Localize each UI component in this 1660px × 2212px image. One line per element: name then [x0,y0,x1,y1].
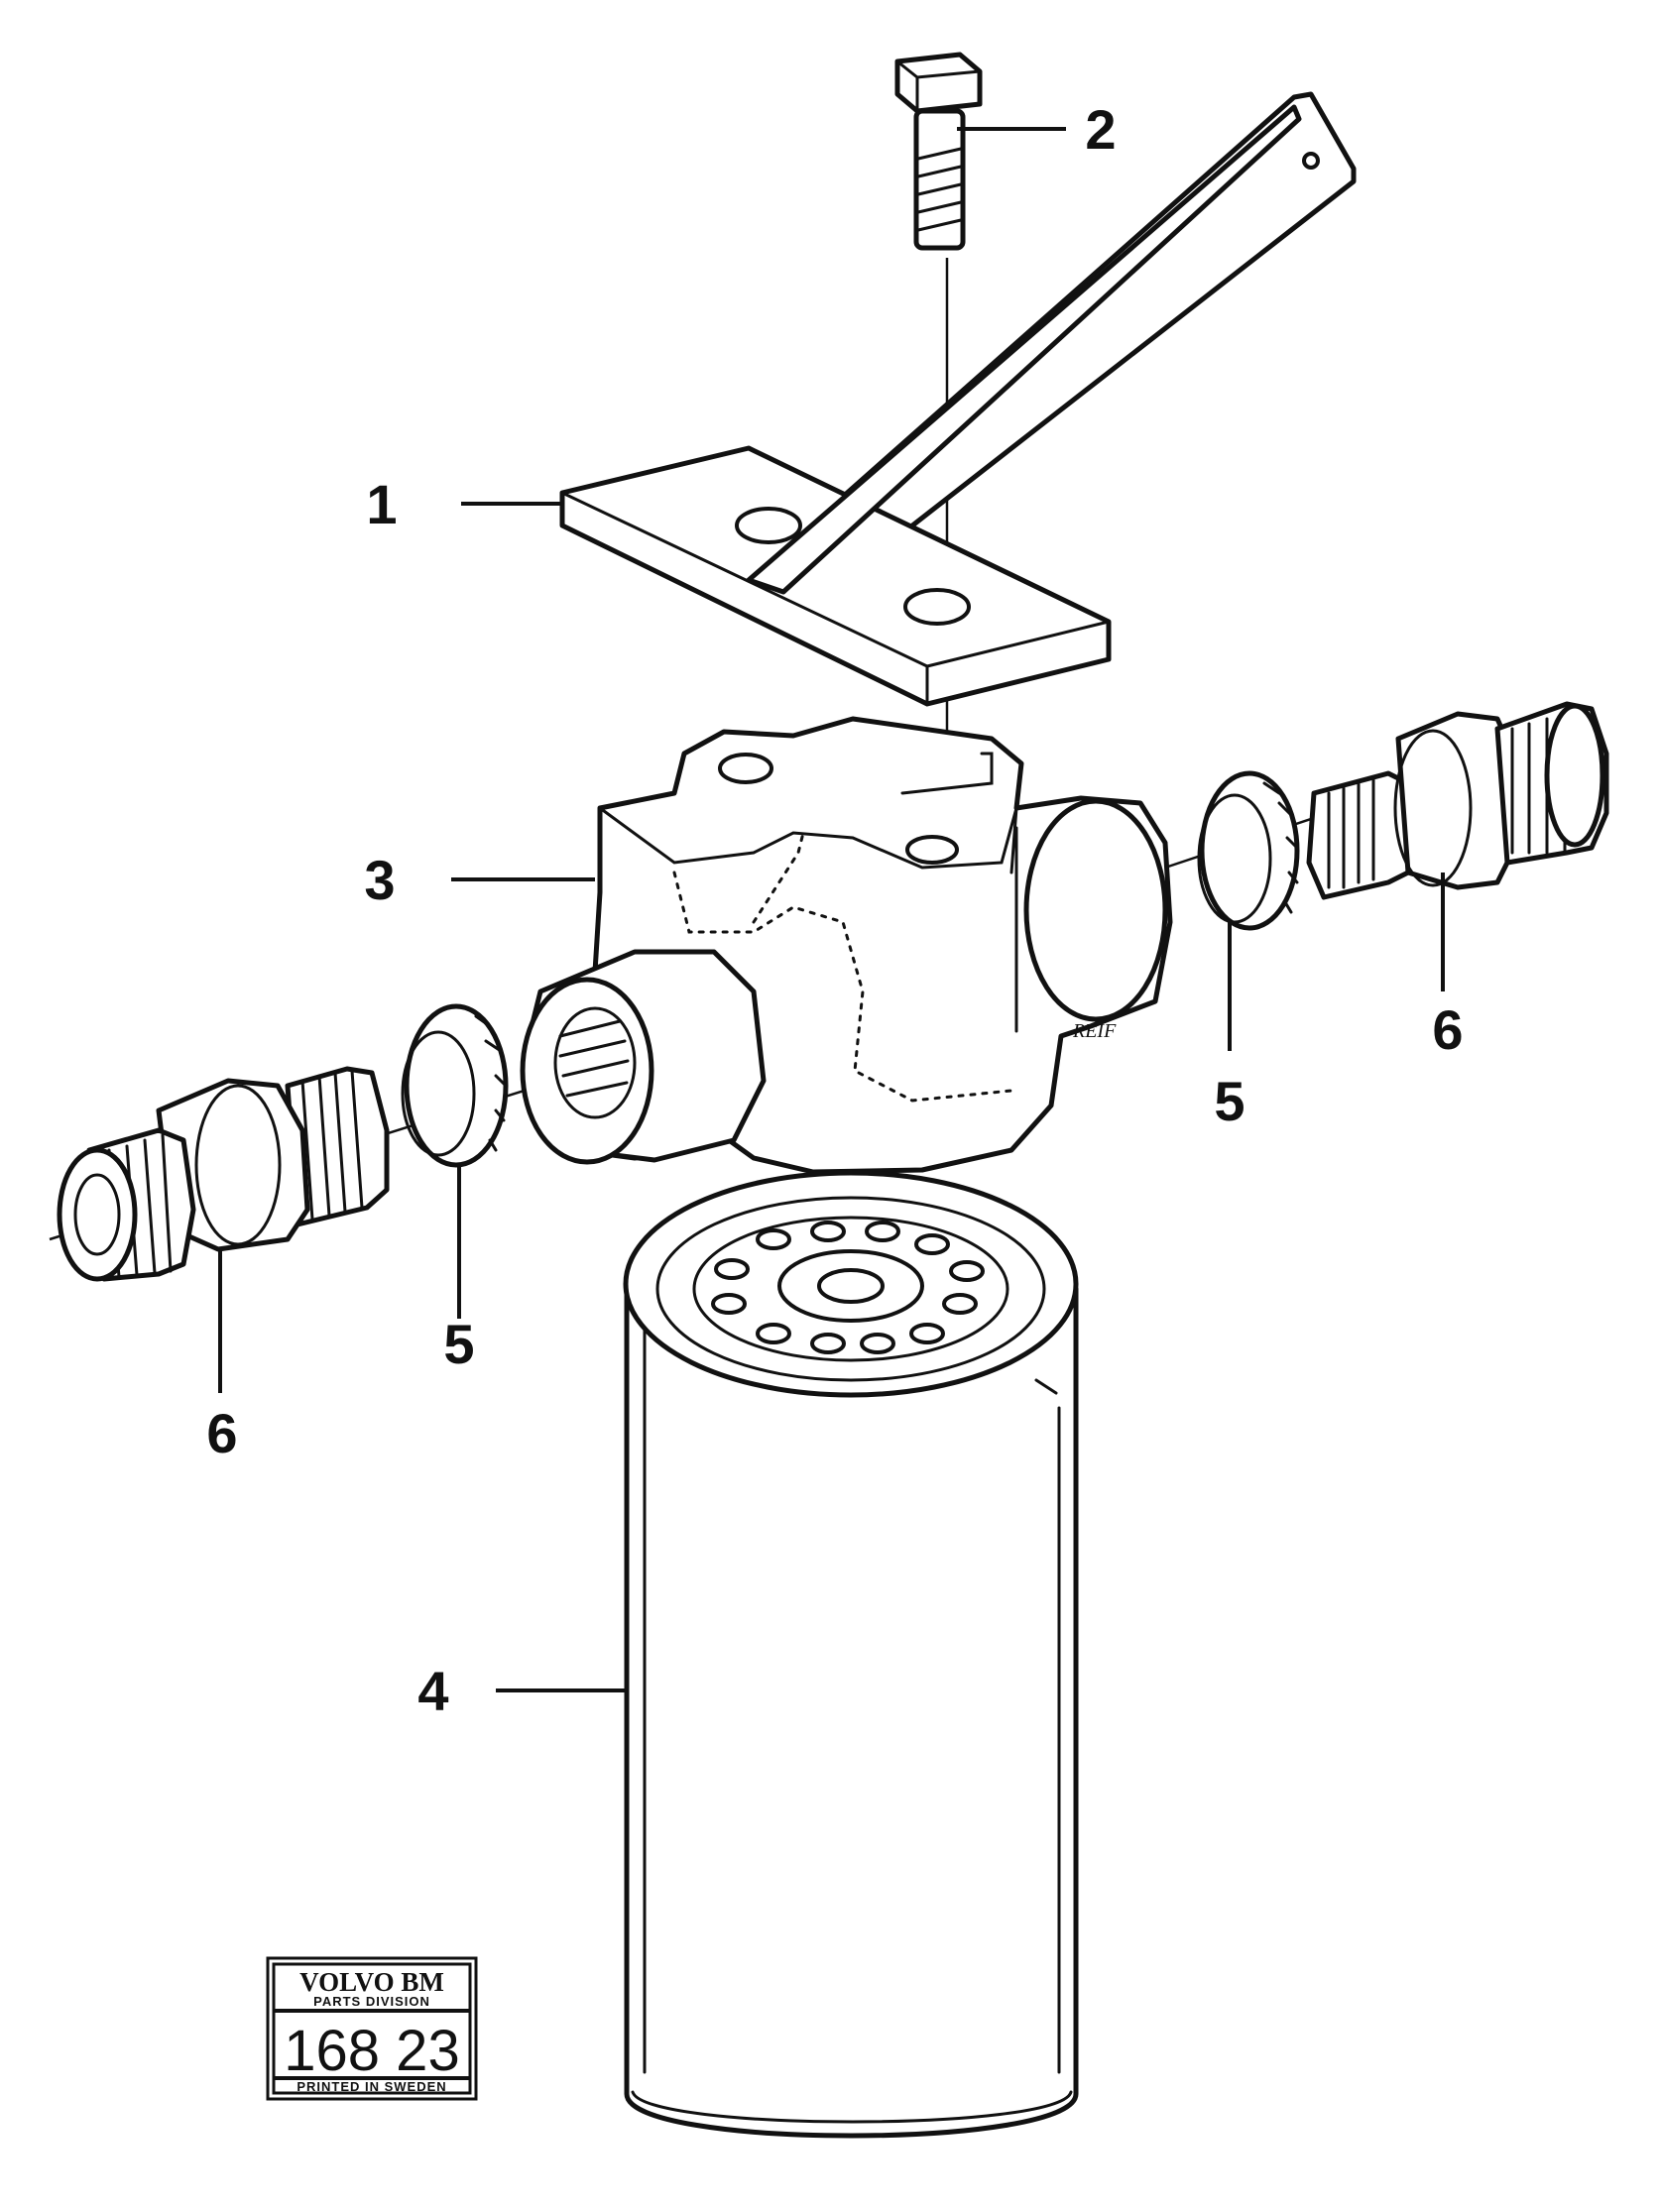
callout-3: 3 [364,849,395,911]
stamp-number: 168 23 [284,2019,459,2083]
stamp-brand: VOLVO BM [299,1967,444,1997]
bracket [559,91,1357,707]
callout-6-left: 6 [206,1402,237,1464]
callout-numbers: 1 2 3 4 5 5 6 6 [206,98,1463,1722]
callout-5-right: 5 [1214,1070,1245,1132]
catalogue-stamp: VOLVO BM PARTS DIVISION 168 23 PRINTED I… [266,1956,478,2101]
stamp-division: PARTS DIVISION [313,1994,430,2009]
bolt [894,52,983,251]
filter-cartridge [623,1170,1079,2139]
seal-ring-right [1197,770,1300,931]
union-fitting-left [57,1066,390,1282]
callout-1: 1 [366,473,397,535]
leader-lines [218,127,1445,1692]
seal-ring-left [401,1003,509,1168]
callout-4: 4 [417,1660,448,1722]
draftsman-signature: REIF [1072,1020,1117,1042]
callout-5-left: 5 [443,1313,474,1375]
filter-head: REIF [520,716,1173,1175]
callout-2: 2 [1085,98,1116,161]
union-fitting-right [1306,701,1609,900]
stamp-footer: PRINTED IN SWEDEN [296,2079,446,2094]
callout-6-right: 6 [1432,998,1463,1061]
